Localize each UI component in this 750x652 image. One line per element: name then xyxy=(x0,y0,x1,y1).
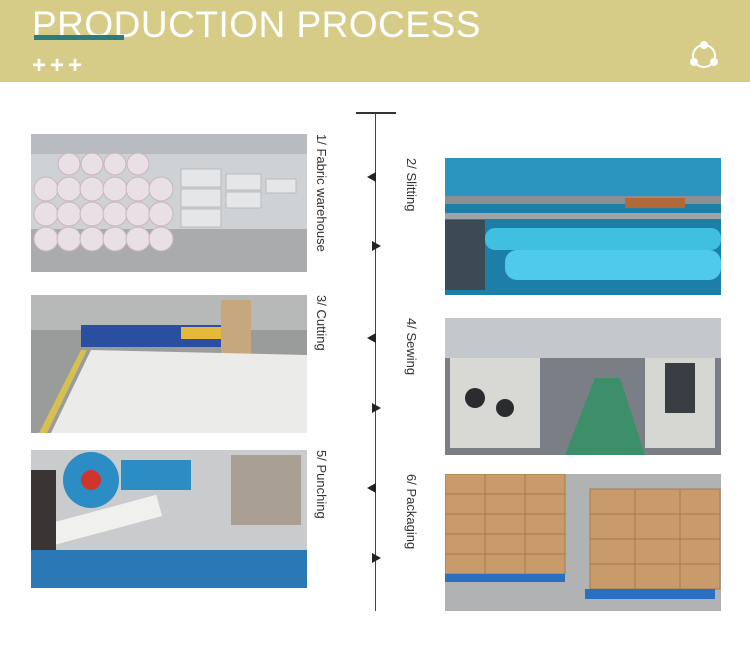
step-label-fabric-warehouse: 1/ Fabric warehouse xyxy=(314,134,329,252)
step-number: 3 xyxy=(314,295,329,303)
step-separator: / xyxy=(314,302,329,306)
step-number: 6 xyxy=(404,474,419,482)
step-label-sewing: 4/ Sewing xyxy=(404,318,419,375)
step-name: Slitting xyxy=(404,172,419,212)
fabric-warehouse-photo xyxy=(31,134,307,272)
timeline-arrow-left xyxy=(367,483,376,493)
step-number: 1 xyxy=(314,134,329,142)
step-separator: / xyxy=(404,325,419,329)
timeline-arrow-left xyxy=(367,172,376,182)
step-label-cutting: 3/ Cutting xyxy=(314,295,329,351)
step-name: Cutting xyxy=(314,309,329,351)
plus-decoration: +++ xyxy=(32,52,87,79)
cutting-photo xyxy=(31,295,307,433)
step-label-punching: 5/ Punching xyxy=(314,450,329,519)
step-separator: / xyxy=(404,481,419,485)
step-name: Sewing xyxy=(404,332,419,376)
step-number: 5 xyxy=(314,450,329,458)
slitting-photo xyxy=(445,158,721,295)
step-number: 4 xyxy=(404,318,419,326)
header-banner: PRODUCTION PROCESS +++ xyxy=(0,0,750,82)
title-underline xyxy=(34,35,124,40)
sewing-photo xyxy=(445,318,721,455)
step-label-slitting: 2/ Slitting xyxy=(404,158,419,212)
timeline-line xyxy=(375,113,376,611)
step-name: Punching xyxy=(314,464,329,519)
step-name: Packaging xyxy=(404,488,419,550)
step-name: Fabric warehouse xyxy=(314,148,329,252)
step-separator: / xyxy=(314,457,329,461)
timeline-arrow-right xyxy=(372,241,381,251)
timeline-cap xyxy=(356,112,396,114)
step-number: 2 xyxy=(404,158,419,166)
punching-photo xyxy=(31,450,307,588)
share-icon[interactable] xyxy=(686,38,722,74)
packaging-photo xyxy=(445,474,721,611)
timeline-arrow-left xyxy=(367,333,376,343)
step-label-packaging: 6/ Packaging xyxy=(404,474,419,549)
step-separator: / xyxy=(404,165,419,169)
timeline-arrow-right xyxy=(372,553,381,563)
timeline-arrow-right xyxy=(372,403,381,413)
step-separator: / xyxy=(314,141,329,145)
